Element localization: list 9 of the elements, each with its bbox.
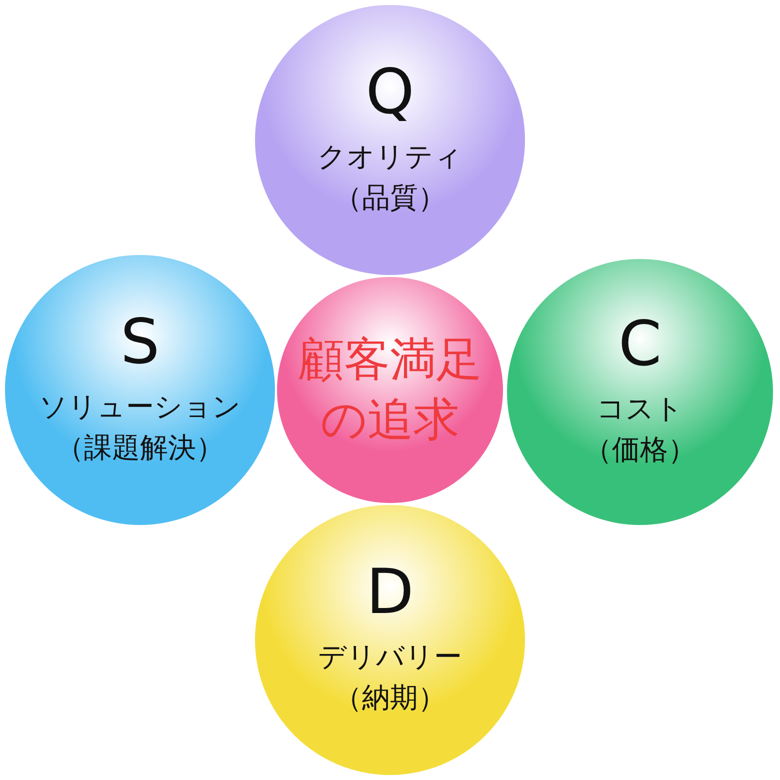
letter-heading: D	[366, 561, 414, 624]
circle-label: クオリティ（品質）	[316, 139, 464, 216]
letter-heading: S	[120, 311, 160, 374]
center-label: 顧客満足の追求	[297, 331, 483, 448]
circle-label: ソリューション（課題解決）	[38, 389, 242, 466]
letter-heading: C	[618, 313, 662, 376]
circle-label: デリバリー（納期）	[317, 639, 463, 716]
circle-label: コスト（価格）	[583, 391, 697, 468]
letter-heading: Q	[366, 61, 414, 124]
